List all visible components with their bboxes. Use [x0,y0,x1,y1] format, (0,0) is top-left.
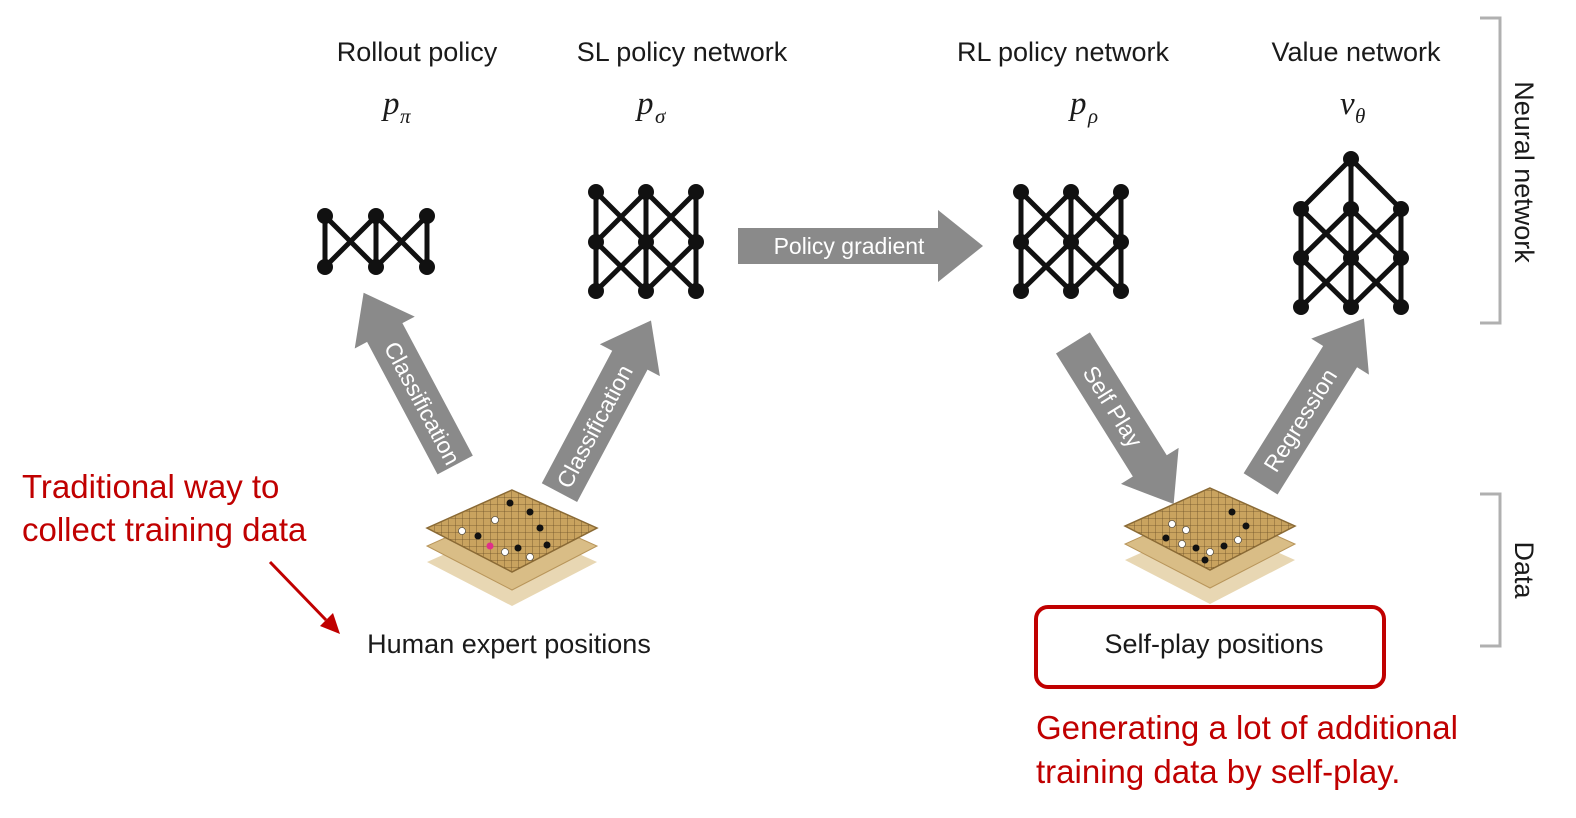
value-symbol: v θ [1340,86,1365,128]
rl-symbol-subscript: ρ [1087,104,1098,128]
rl-symbol: p ρ [1068,86,1098,128]
generating-annotation-line2: training data by self-play. [1036,753,1400,790]
neural-network-bracket [1480,16,1502,325]
traditional-annotation-arrow [268,560,340,634]
sl-policy-network-icon [588,184,704,299]
classification-arrow-right: Classification [541,320,660,503]
regression-arrow: Regression [1243,318,1369,495]
sl-symbol: p σ [635,86,667,128]
rollout-symbol-subscript: π [400,104,411,128]
sl-policy-title: SL policy network [577,37,788,67]
rollout-symbol: p π [381,86,411,128]
rollout-policy-title: Rollout policy [337,37,498,67]
rl-symbol-base: p [1068,86,1087,122]
neural-network-side-label: Neural network [1509,81,1539,263]
value-network-title: Value network [1271,37,1441,67]
value-symbol-base: v [1340,86,1355,122]
sl-symbol-subscript: σ [655,104,667,128]
traditional-annotation-line1: Traditional way to [22,468,279,505]
human-expert-positions-label: Human expert positions [367,629,651,659]
traditional-annotation-line2: collect training data [22,511,307,548]
self-play-positions-highlight-box [1034,605,1386,689]
data-bracket [1480,492,1502,648]
rl-policy-network-icon [1013,184,1129,299]
rollout-network-icon [317,208,435,275]
self-play-arrow: Self Play [1055,332,1179,505]
policy-gradient-arrow: Policy gradient [738,210,983,282]
policy-gradient-label: Policy gradient [774,233,925,259]
rollout-symbol-base: p [381,86,400,122]
human-go-board-stack [425,489,599,606]
value-symbol-subscript: θ [1355,104,1365,128]
generating-annotation-line1: Generating a lot of additional [1036,709,1458,746]
self-play-positions-label: Self-play positions [1104,629,1323,659]
rl-policy-title: RL policy network [957,37,1170,67]
data-side-label: Data [1509,541,1539,599]
self-play-go-board-stack [1123,487,1297,604]
regression-label: Regression [1258,364,1342,476]
sl-symbol-base: p [635,86,654,122]
classification-arrow-left: Classification [354,292,473,475]
classification-left-label: Classification [379,337,466,469]
classification-right-label: Classification [551,360,638,492]
value-network-icon [1293,151,1409,315]
